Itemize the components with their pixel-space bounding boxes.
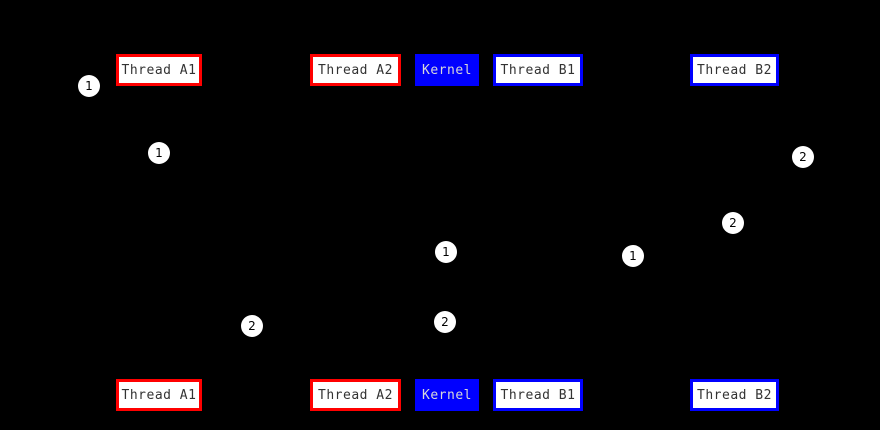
message-badge-msg-1-left-outer[interactable]: 1 (78, 75, 100, 97)
participant-box-bottom-thread-a2[interactable]: Thread A2 (310, 379, 401, 411)
participant-label: Thread A2 (318, 62, 393, 78)
participant-label: Thread B1 (500, 387, 576, 403)
participant-box-bottom-thread-b1[interactable]: Thread B1 (493, 379, 583, 411)
participant-label: Thread A2 (318, 387, 393, 403)
participant-box-bottom-kernel[interactable]: Kernel (415, 379, 479, 411)
participant-box-top-thread-a2[interactable]: Thread A2 (310, 54, 401, 86)
participant-box-top-thread-b2[interactable]: Thread B2 (690, 54, 779, 86)
lifeline-kernel (447, 88, 448, 376)
participant-label: Thread A1 (121, 62, 197, 78)
participant-box-top-thread-b1[interactable]: Thread B1 (493, 54, 583, 86)
participant-label: Thread A1 (121, 387, 197, 403)
message-badge-msg-1-a1[interactable]: 1 (148, 142, 170, 164)
participant-label: Thread B1 (500, 62, 576, 78)
lifeline-thread-b1 (538, 88, 539, 376)
participant-label: Kernel (422, 62, 472, 78)
message-badge-msg-2-right-outer[interactable]: 2 (792, 146, 814, 168)
participant-box-bottom-thread-b2[interactable]: Thread B2 (690, 379, 779, 411)
participant-label: Thread B2 (697, 62, 772, 78)
message-badge-msg-2-a1-a2[interactable]: 2 (241, 315, 263, 337)
lifeline-thread-a2 (355, 88, 356, 376)
message-badge-msg-1-b1[interactable]: 1 (622, 245, 644, 267)
participant-box-top-thread-a1[interactable]: Thread A1 (116, 54, 202, 86)
message-badge-msg-2-b2[interactable]: 2 (722, 212, 744, 234)
message-badge-msg-1-kernel[interactable]: 1 (435, 241, 457, 263)
participant-label: Thread B2 (697, 387, 772, 403)
participant-label: Kernel (422, 387, 472, 403)
message-badge-msg-2-kernel[interactable]: 2 (434, 311, 456, 333)
participant-box-top-kernel[interactable]: Kernel (415, 54, 479, 86)
participant-box-bottom-thread-a1[interactable]: Thread A1 (116, 379, 202, 411)
lifeline-thread-a1 (159, 88, 160, 376)
